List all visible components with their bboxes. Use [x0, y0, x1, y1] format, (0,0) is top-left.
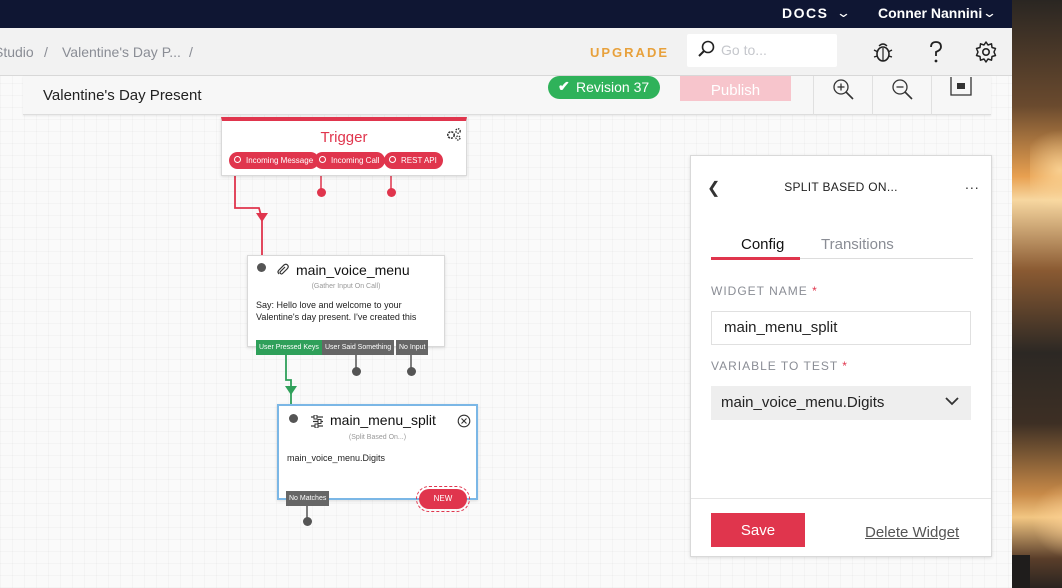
docs-chevron-down-icon[interactable]: ⌄ — [835, 5, 852, 20]
variable-selected-value: main_voice_menu.Digits — [721, 394, 885, 411]
connection-handle[interactable] — [352, 367, 361, 376]
trigger-title: Trigger — [320, 129, 368, 146]
widget-name-label-text: WIDGET NAME — [711, 284, 808, 298]
chevron-down-icon — [945, 397, 959, 406]
help-question-icon[interactable] — [924, 40, 948, 64]
flow-header: Valentine's Day Present ✔ Revision 37 Pu… — [23, 76, 991, 115]
desktop-background — [1012, 0, 1062, 588]
back-chevron-icon[interactable]: ❮ — [707, 180, 721, 197]
tab-transitions[interactable]: Transitions — [821, 236, 894, 253]
widget-body-line: Valentine's day present. I've created th… — [256, 312, 417, 322]
gather-input-widget[interactable]: main_voice_menu (Gather Input On Call) S… — [247, 255, 445, 355]
more-options-icon[interactable]: ... — [965, 176, 980, 192]
split-icon — [311, 415, 323, 428]
go-to-search[interactable] — [687, 34, 837, 67]
breadcrumb-flow[interactable]: Valentine's Day P... — [62, 44, 181, 60]
delete-widget-link[interactable]: Delete Widget — [865, 524, 960, 541]
tab-divider — [711, 258, 973, 259]
desktop-shadow — [1012, 555, 1030, 588]
search-input[interactable] — [721, 40, 831, 60]
phone-icon — [277, 263, 289, 275]
connector-incoming-call — [234, 170, 263, 255]
breadcrumb-separator: / — [44, 44, 48, 60]
trigger-incoming-message[interactable]: Incoming Message — [229, 152, 320, 169]
zoom-out-button[interactable] — [872, 76, 930, 115]
connection-handle[interactable] — [303, 517, 312, 526]
upgrade-link[interactable]: UPGRADE — [590, 45, 670, 60]
transition-user-pressed-keys[interactable]: User Pressed Keys — [256, 340, 322, 355]
fit-screen-button[interactable] — [931, 76, 989, 115]
zoom-out-icon — [892, 79, 913, 100]
required-mark: * — [842, 359, 848, 373]
save-button[interactable]: Save — [711, 513, 805, 547]
input-handle[interactable] — [257, 263, 266, 272]
check-icon: ✔ — [558, 78, 570, 94]
variable-to-test-select[interactable]: main_voice_menu.Digits — [711, 386, 971, 420]
input-handle[interactable] — [289, 414, 298, 423]
panel-footer-divider — [691, 498, 991, 499]
widget-body: main_voice_menu.Digits — [287, 453, 386, 463]
trigger-incoming-call[interactable]: Incoming Call — [314, 152, 386, 169]
trigger-rest-api[interactable]: REST API — [384, 152, 443, 169]
zoom-in-icon — [833, 79, 854, 100]
publish-button[interactable]: Publish — [680, 76, 791, 101]
connection-handle[interactable] — [387, 188, 396, 197]
top-nav-bar: DOCS ⌄ Conner Nannini ⌄ — [0, 0, 1012, 28]
tab-active-indicator — [711, 257, 800, 260]
breadcrumb-separator: / — [189, 44, 193, 60]
user-chevron-down-icon[interactable]: ⌄ — [981, 5, 998, 20]
variable-to-test-label: VARIABLE TO TEST * — [711, 359, 848, 373]
widget-subtitle: (Split Based On...) — [348, 434, 407, 441]
widget-settings-gears-icon[interactable] — [446, 127, 462, 141]
search-icon — [698, 40, 715, 57]
zoom-in-button[interactable] — [813, 76, 871, 115]
flow-connectors — [234, 170, 412, 520]
fit-to-screen-icon — [950, 77, 972, 96]
widget-body: Say: Hello love and welcome to your Vale… — [256, 299, 416, 323]
connection-handle[interactable] — [407, 367, 416, 376]
panel-title: SPLIT BASED ON... — [784, 180, 898, 194]
tab-config[interactable]: Config — [741, 236, 785, 253]
connector-pressed-keys — [285, 354, 292, 404]
transition-no-matches[interactable]: No Matches — [286, 491, 330, 506]
widget-config-panel: ❮ SPLIT BASED ON... ... Config Transitio… — [690, 155, 992, 557]
close-circle-icon[interactable] — [457, 414, 471, 428]
flow-title: Valentine's Day Present — [43, 87, 202, 104]
widget-title: main_menu_split — [330, 412, 436, 428]
widget-name-label: WIDGET NAME * — [711, 284, 818, 298]
variable-label-text: VARIABLE TO TEST — [711, 359, 838, 373]
connector-arrowhead — [285, 386, 297, 395]
new-transition-button[interactable]: NEW — [416, 486, 470, 512]
widget-name-input[interactable]: main_menu_split — [711, 311, 971, 345]
required-mark: * — [812, 284, 818, 298]
breadcrumb-studio[interactable]: Studio — [0, 44, 34, 60]
transition-no-input[interactable]: No Input — [396, 340, 429, 355]
revision-badge: ✔ Revision 37 — [548, 76, 660, 99]
breadcrumb-bar: Studio / Valentine's Day P... / UPGRADE — [0, 28, 1012, 76]
trigger-widget[interactable]: Trigger Incoming Message Incoming Call R… — [221, 117, 467, 176]
user-menu[interactable]: Conner Nannini — [878, 5, 983, 21]
docs-menu[interactable]: DOCS — [782, 5, 829, 21]
widget-body-line: Say: Hello love and welcome to your — [256, 300, 402, 310]
debug-bug-icon[interactable] — [871, 40, 895, 64]
transition-user-said-something[interactable]: User Said Something — [322, 340, 395, 355]
revision-label: Revision 37 — [576, 79, 650, 95]
connector-arrowhead — [256, 213, 268, 222]
connection-handle[interactable] — [317, 188, 326, 197]
widget-title: main_voice_menu — [296, 262, 410, 278]
split-widget[interactable]: main_menu_split (Split Based On...) main… — [277, 404, 478, 512]
widget-subtitle: (Gather Input On Call) — [311, 283, 381, 290]
settings-gear-icon[interactable] — [974, 40, 998, 64]
